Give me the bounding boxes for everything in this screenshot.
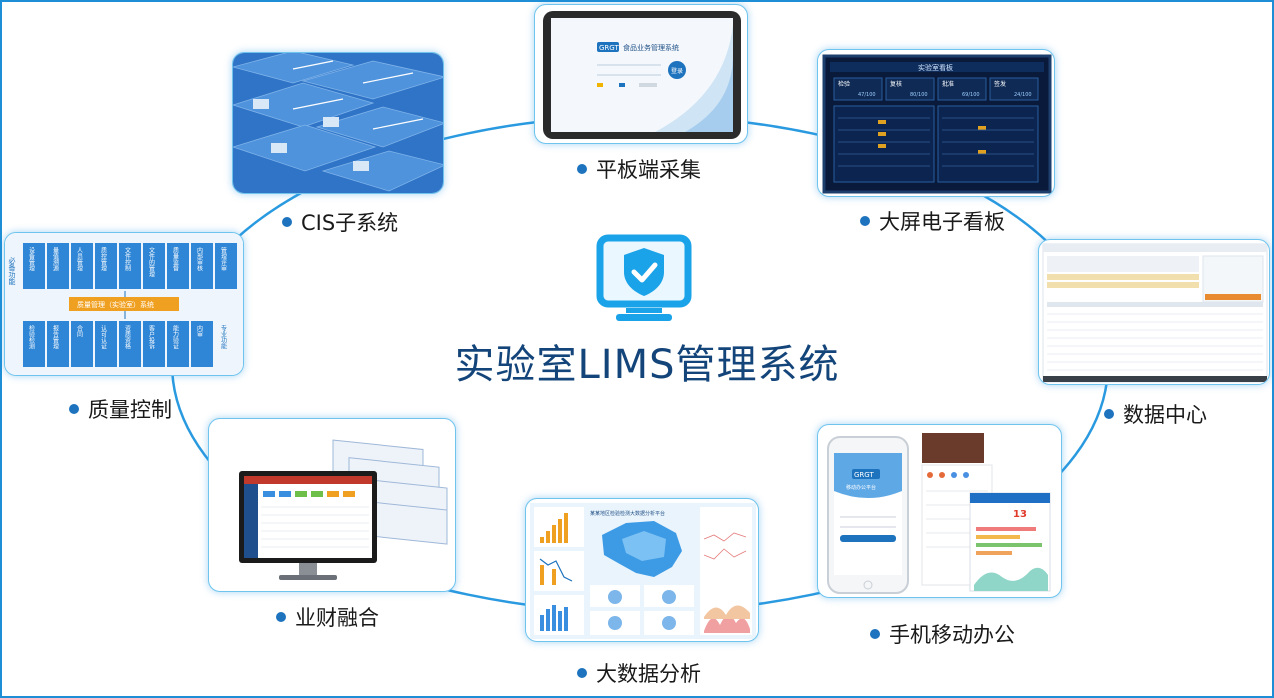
quality-box [167,321,189,367]
tablet-card[interactable]: GRGT 食品业务管理系统 登录 [534,4,748,144]
label-bigscreen: 大屏电子看板 [860,206,1005,236]
quality-box [23,243,45,289]
quality-box-label: 合同 [76,324,83,338]
bullet-icon [282,217,292,227]
mobile-big-number: 13 [1013,509,1027,520]
quality-box-label: 能力验证 [172,324,179,350]
quality-box-label: 管理评审 [220,246,227,272]
bs-val-2: 69/100 [962,92,980,98]
bullet-icon [577,668,587,678]
bigdata-map-title: 某某地区检验检测大数据分析平台 [590,510,665,517]
quality-box [119,243,141,289]
bs-val-0: 47/100 [858,92,876,98]
quality-org-chart: 必备功能 设备管理 量值溯源 人员管理 质控管理 文件控制 文件的管理 质量监督 内部审核 管理… [5,233,245,375]
quality-box-label: 检验检测 [28,324,35,350]
quality-box-label: 人员管理 [76,247,83,271]
quality-box [95,321,117,367]
bullet-icon [1104,409,1114,419]
bullet-icon [69,404,79,414]
bigscreen-image: 实验室看板 检验 复核 批准 签发 47/100 80/100 69/100 2… [822,54,1052,194]
bullet-icon [870,629,880,639]
page-title: 实验室LIMS管理系统 [454,342,840,388]
cis-image [233,53,443,193]
bullet-icon [577,164,587,174]
bs-cell-2: 批准 [942,80,954,88]
bigscreen-card[interactable]: 实验室看板 检验 复核 批准 签发 47/100 80/100 69/100 2… [817,49,1055,197]
quality-box-label: 文件的管理 [148,246,155,277]
label-quality: 质量控制 [69,394,172,424]
quality-box-label: 质量监督 [172,246,179,272]
bigscreen-header: 实验室看板 [918,63,953,72]
quality-box-label: 通用功能 [244,246,245,272]
datacenter-card[interactable] [1038,239,1270,385]
mobile-image: GRGT 移动办公平台 13 [827,433,1051,594]
quality-box [71,243,93,289]
quality-box-label: 质控管理 [100,246,107,271]
quality-box-label: 文件控制 [124,246,131,272]
quality-box-label: 客户投诉 [148,324,155,350]
bs-val-3: 24/100 [1014,92,1032,98]
quality-box-label: 设备管理 [28,246,35,271]
quality-box [215,243,237,289]
quality-center: 质量管理（实验室）系统 [77,300,154,309]
bigdata-card[interactable]: 某某地区检验检测大数据分析平台 [525,498,759,642]
label-bigdata: 大数据分析 [577,658,701,688]
tablet-brand: GRGT [599,44,619,52]
tablet-app-title: 食品业务管理系统 [623,43,679,52]
bs-cell-1: 复核 [890,80,902,88]
quality-box [215,321,237,367]
quality-box-label: 内审 [196,324,203,338]
quality-box [239,243,243,289]
datacenter-image [1042,243,1268,383]
label-finance: 业财融合 [276,602,379,632]
quality-box-label: 认可认证 [100,324,107,350]
finance-image [239,439,448,580]
mobile-app-title: 移动办公平台 [846,484,876,491]
label-mobile: 手机移动办公 [870,619,1015,649]
bullet-icon [276,612,286,622]
bigdata-image: 某某地区检验检测大数据分析平台 [530,503,756,639]
quality-box [47,321,69,367]
finance-card[interactable] [208,418,456,592]
label-tablet: 平板端采集 [577,154,701,184]
quality-box [95,243,117,289]
quality-box [71,321,93,367]
quality-box-label: 报告管理 [52,324,59,349]
quality-card[interactable]: 必备功能 设备管理 量值溯源 人员管理 质控管理 文件控制 文件的管理 质量监督 内部审核 管理… [4,232,244,376]
quality-box [191,321,213,367]
quality-box [191,243,213,289]
bs-cell-0: 检验 [838,80,850,88]
shield-monitor-icon [596,234,692,321]
bs-val-1: 80/100 [910,92,928,98]
bullet-icon [860,216,870,226]
quality-box-label: 量值溯源 [52,247,59,272]
mobile-brand: GRGT [854,471,874,479]
quality-box [119,321,141,367]
quality-box [167,243,189,289]
cis-card[interactable] [232,52,444,194]
label-datacenter: 数据中心 [1104,399,1207,429]
tablet-login: 登录 [671,67,683,75]
quality-box-label: 资质资格 [124,324,131,350]
quality-box-label: 专业功能 [220,324,227,350]
quality-box-label: 内部审核 [196,246,203,272]
quality-box [143,321,165,367]
quality-box [143,243,165,289]
quality-left-side: 必备功能 [8,256,16,286]
quality-box [23,321,45,367]
mobile-card[interactable]: GRGT 移动办公平台 13 [817,424,1062,598]
label-cis: CIS子系统 [282,207,398,237]
quality-box [47,243,69,289]
bs-cell-3: 签发 [994,80,1006,88]
tablet-image: GRGT 食品业务管理系统 登录 [543,11,741,139]
